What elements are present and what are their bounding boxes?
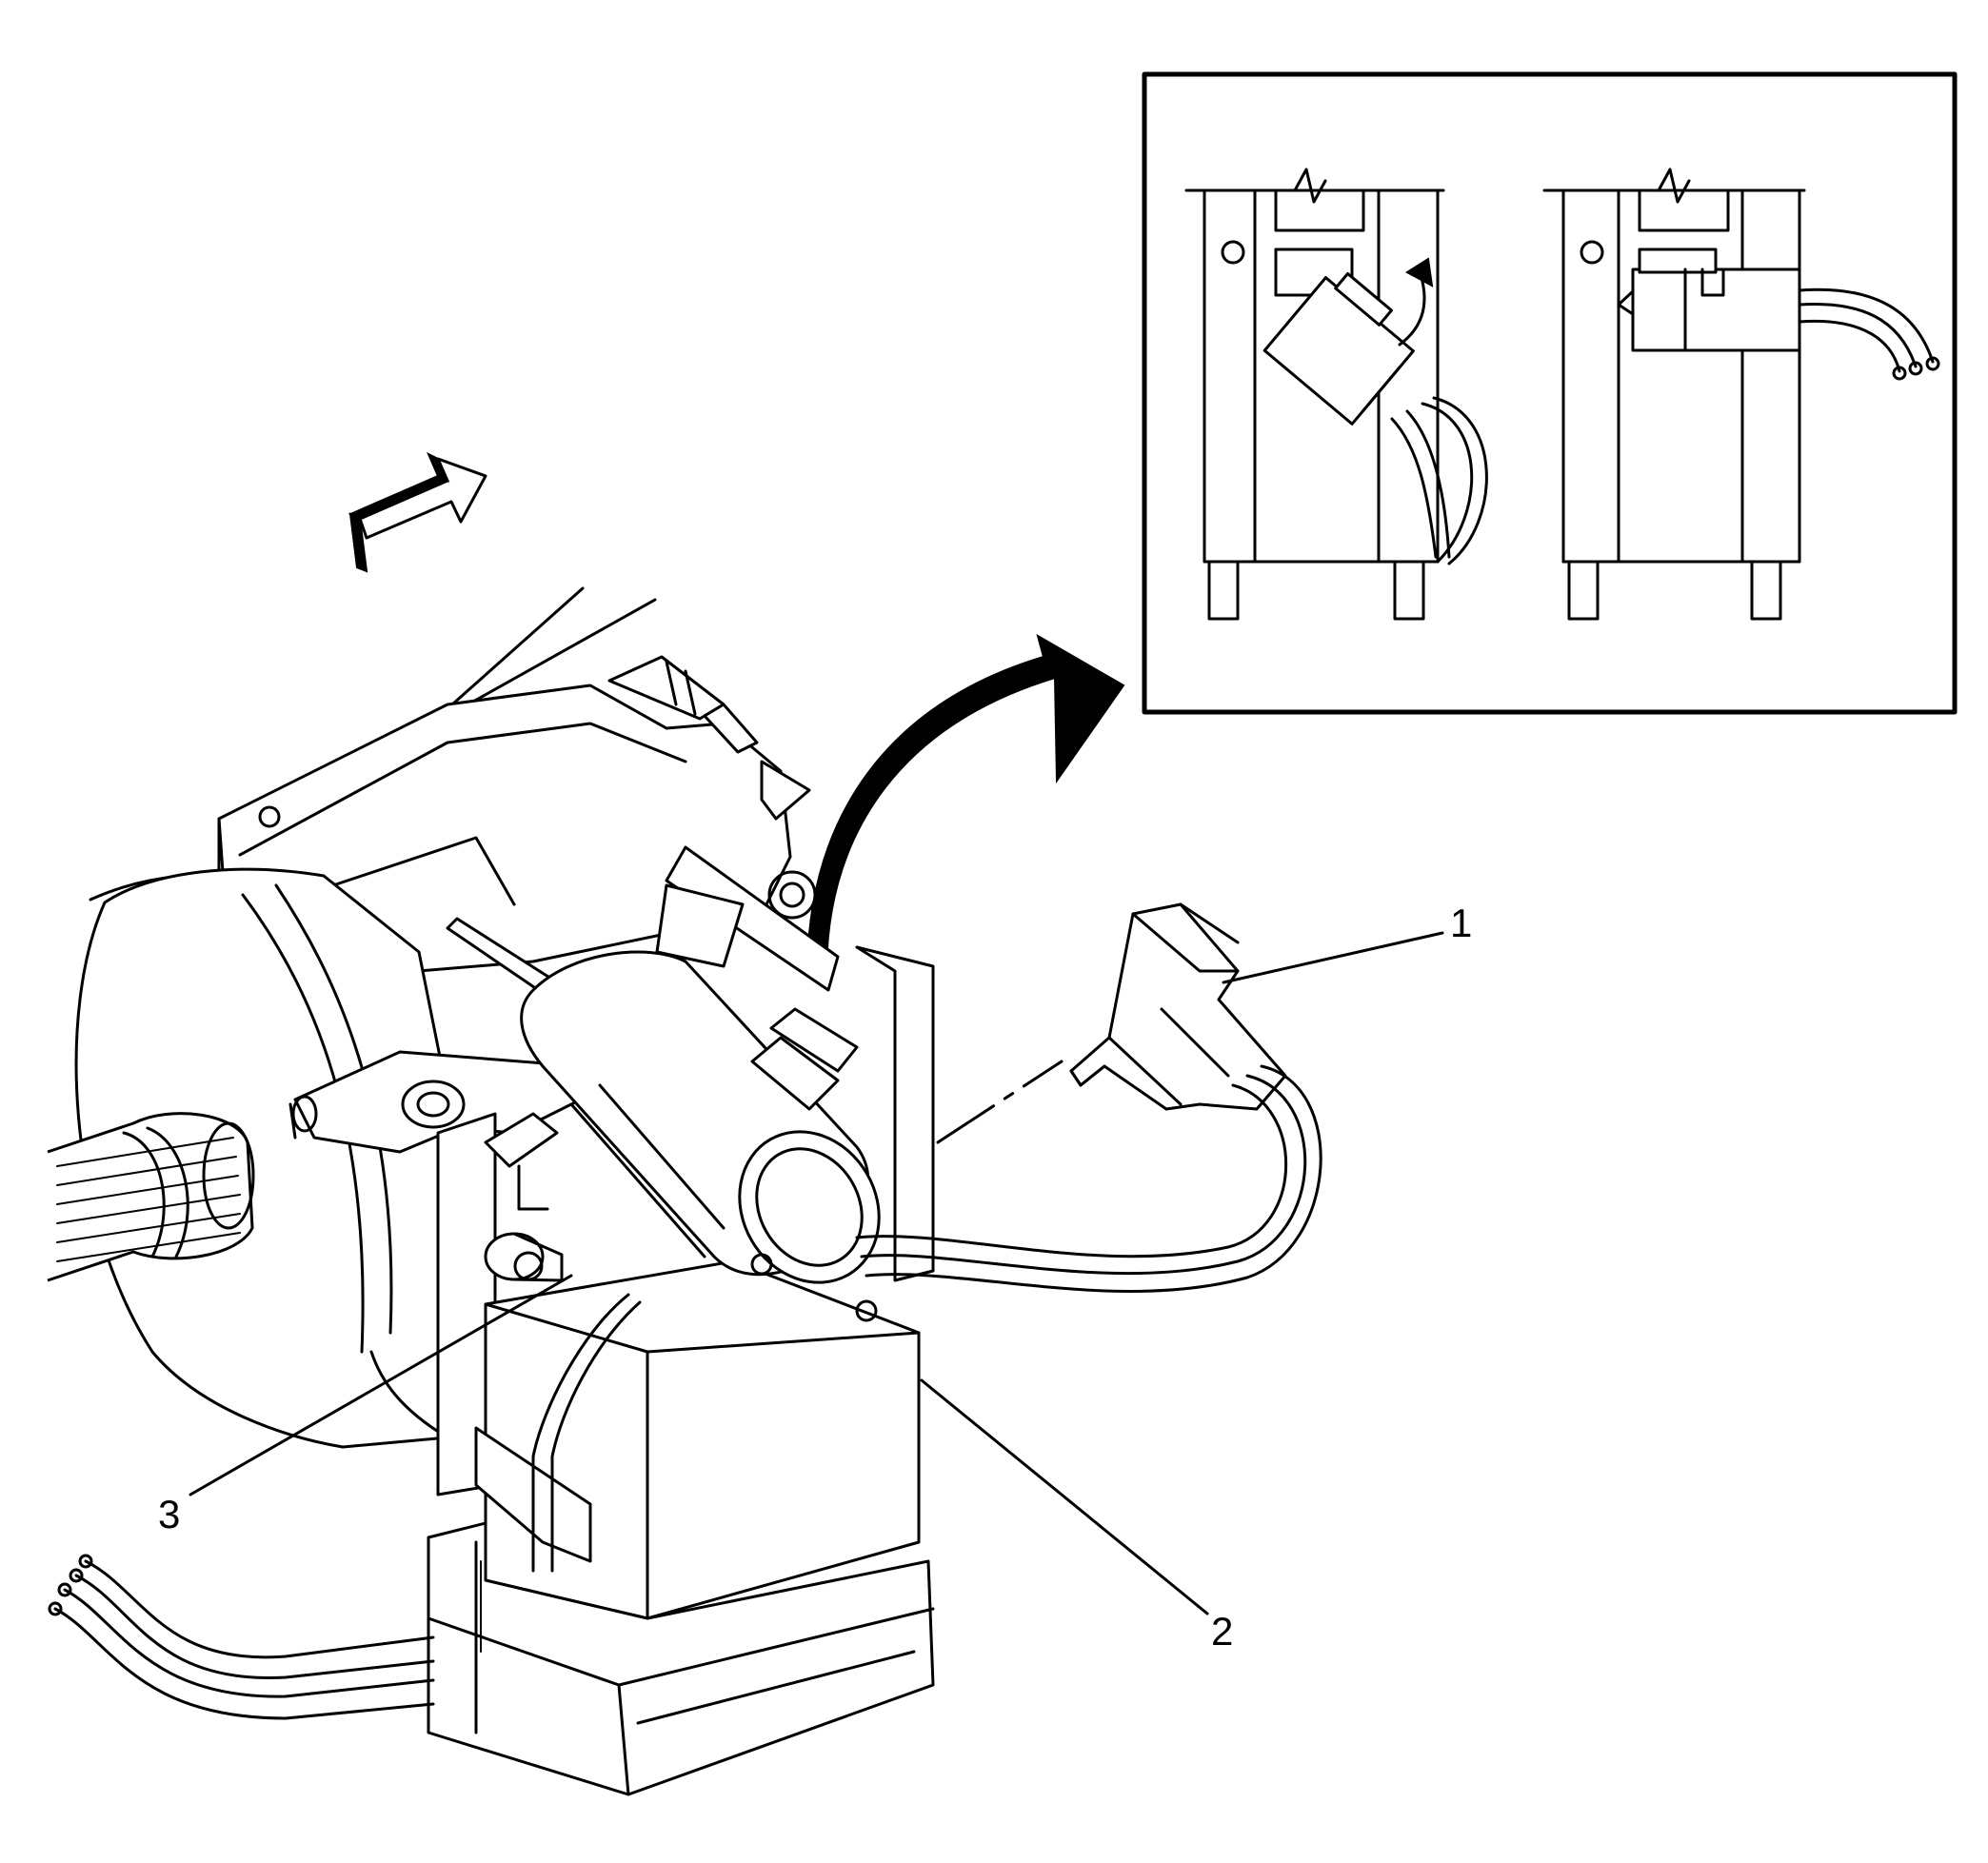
callout-3: 3 bbox=[158, 1492, 180, 1536]
electrical-connector bbox=[855, 902, 1322, 1293]
leader-lines bbox=[189, 931, 1444, 1615]
callout-1: 1 bbox=[1450, 901, 1472, 945]
detail-view-before bbox=[1184, 168, 1488, 621]
switch-assembly bbox=[446, 845, 1064, 1322]
steering-column bbox=[47, 586, 935, 1796]
curved-arrow-icon bbox=[805, 633, 1125, 970]
detail-view-after bbox=[1542, 168, 1940, 621]
callout-2: 2 bbox=[1211, 1609, 1233, 1654]
detail-inset bbox=[1142, 71, 1958, 715]
forward-arrow-icon bbox=[348, 451, 487, 573]
